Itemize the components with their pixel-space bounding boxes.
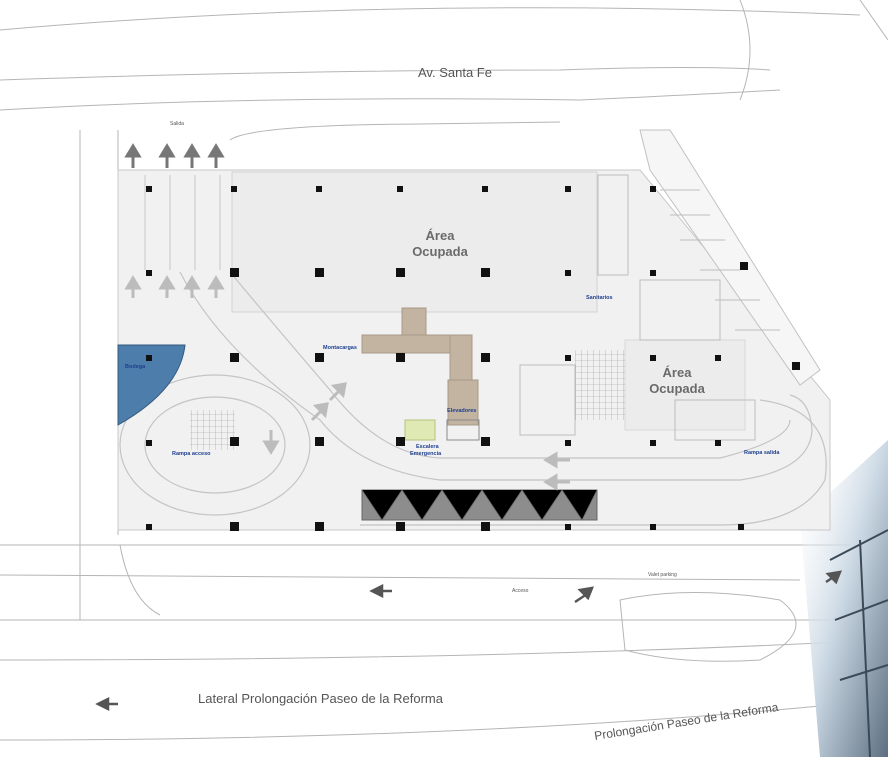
label-acceso: Acceso <box>512 588 529 594</box>
elevador-box <box>446 419 480 441</box>
structural-columns <box>146 186 800 531</box>
label-rampa-salida: Rampa salida <box>744 450 780 456</box>
label-valet-parking: Valet parking <box>648 572 677 578</box>
up-arrow-icon <box>207 275 225 298</box>
left-arrow-icon <box>95 696 118 712</box>
left-arrow-icon <box>543 473 570 491</box>
exit-arrow-icon <box>158 143 176 168</box>
area-label-left-2: Ocupada <box>412 244 468 259</box>
turn-arrow-icon <box>574 586 594 604</box>
label-escalera-1: Escalera <box>416 444 440 450</box>
down-arrow-icon <box>262 430 280 455</box>
exit-arrow-icon <box>124 143 142 168</box>
diagonal-arrow-icon <box>328 382 347 402</box>
driving-ramps <box>119 271 827 526</box>
parking-stalls-right <box>519 174 780 441</box>
label-elevadores: Elevadores <box>447 408 476 414</box>
right-occupied-area <box>624 339 746 431</box>
parking-stalls-left <box>144 175 221 270</box>
up-arrow-icon <box>183 275 201 298</box>
right-diagonal-wing <box>639 129 821 386</box>
glass-mullions <box>829 529 888 757</box>
left-arrow-icon <box>543 451 570 469</box>
area-label-right-1: Área <box>663 365 693 380</box>
left-arrow-icon <box>369 583 392 599</box>
up-arrow-icon <box>124 275 142 298</box>
mesh-block <box>190 410 235 450</box>
up-arrow-icon <box>158 275 176 298</box>
label-escalera-2: Emergencia <box>410 451 442 457</box>
label-sanitarios: Sanitarios <box>586 295 613 301</box>
turn-arrow-icon <box>825 570 842 585</box>
area-label-left-1: Área <box>426 228 456 243</box>
area-label-right-2: Ocupada <box>649 381 705 396</box>
internal-arrows <box>124 275 570 491</box>
service-core <box>361 307 479 426</box>
top-occupied-area <box>231 171 598 313</box>
exit-arrows <box>124 143 225 168</box>
label-rampa-acceso: Rampa acceso <box>172 451 211 457</box>
street-av-santa-fe: Av. Santa Fe <box>418 65 492 80</box>
mesh-block-2 <box>575 350 625 420</box>
exit-arrow-icon <box>207 143 225 168</box>
exit-arrow-icon <box>183 143 201 168</box>
label-montacargas: Montacargas <box>323 345 357 351</box>
diagonal-arrow-icon <box>310 402 329 422</box>
street-lateral-reforma: Lateral Prolongación Paseo de la Reforma <box>198 691 444 706</box>
label-salida: Salida <box>170 121 184 127</box>
street-arrows <box>95 570 842 712</box>
escalera-area <box>404 419 436 441</box>
ramp-bar-hatch <box>361 489 598 521</box>
label-bodega: Bodega <box>125 364 146 370</box>
bodega-area <box>117 344 186 426</box>
